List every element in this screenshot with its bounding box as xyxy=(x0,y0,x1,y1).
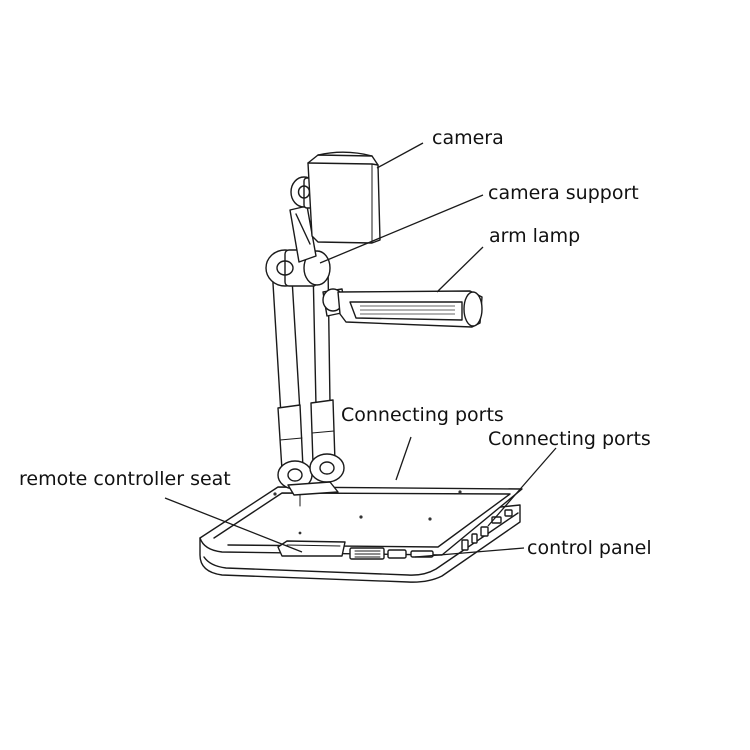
leader-connecting-ports-right xyxy=(487,447,557,527)
remote-controller-seat-recess xyxy=(277,540,346,557)
leader-control-panel xyxy=(414,547,525,558)
label-control-panel: control panel xyxy=(527,537,652,559)
label-arm-lamp: arm lamp xyxy=(489,225,581,247)
leader-camera xyxy=(376,142,424,169)
base xyxy=(199,486,523,583)
label-connecting-ports-right: Connecting ports xyxy=(488,428,651,450)
leader-connecting-ports-top xyxy=(395,436,412,481)
leader-lines xyxy=(164,142,557,558)
label-remote-controller-seat: remote controller seat xyxy=(19,468,231,490)
camera-head xyxy=(307,151,381,244)
label-camera-support: camera support xyxy=(488,182,639,204)
leader-arm-lamp xyxy=(436,246,484,293)
elbow-hinge xyxy=(265,249,331,287)
arm-lamp xyxy=(322,288,483,328)
label-camera: camera xyxy=(432,127,504,149)
leader-remote-controller-seat xyxy=(164,497,303,553)
label-connecting-ports-top: Connecting ports xyxy=(341,404,504,426)
lower-arm xyxy=(271,261,345,507)
leader-camera-support xyxy=(319,194,484,264)
